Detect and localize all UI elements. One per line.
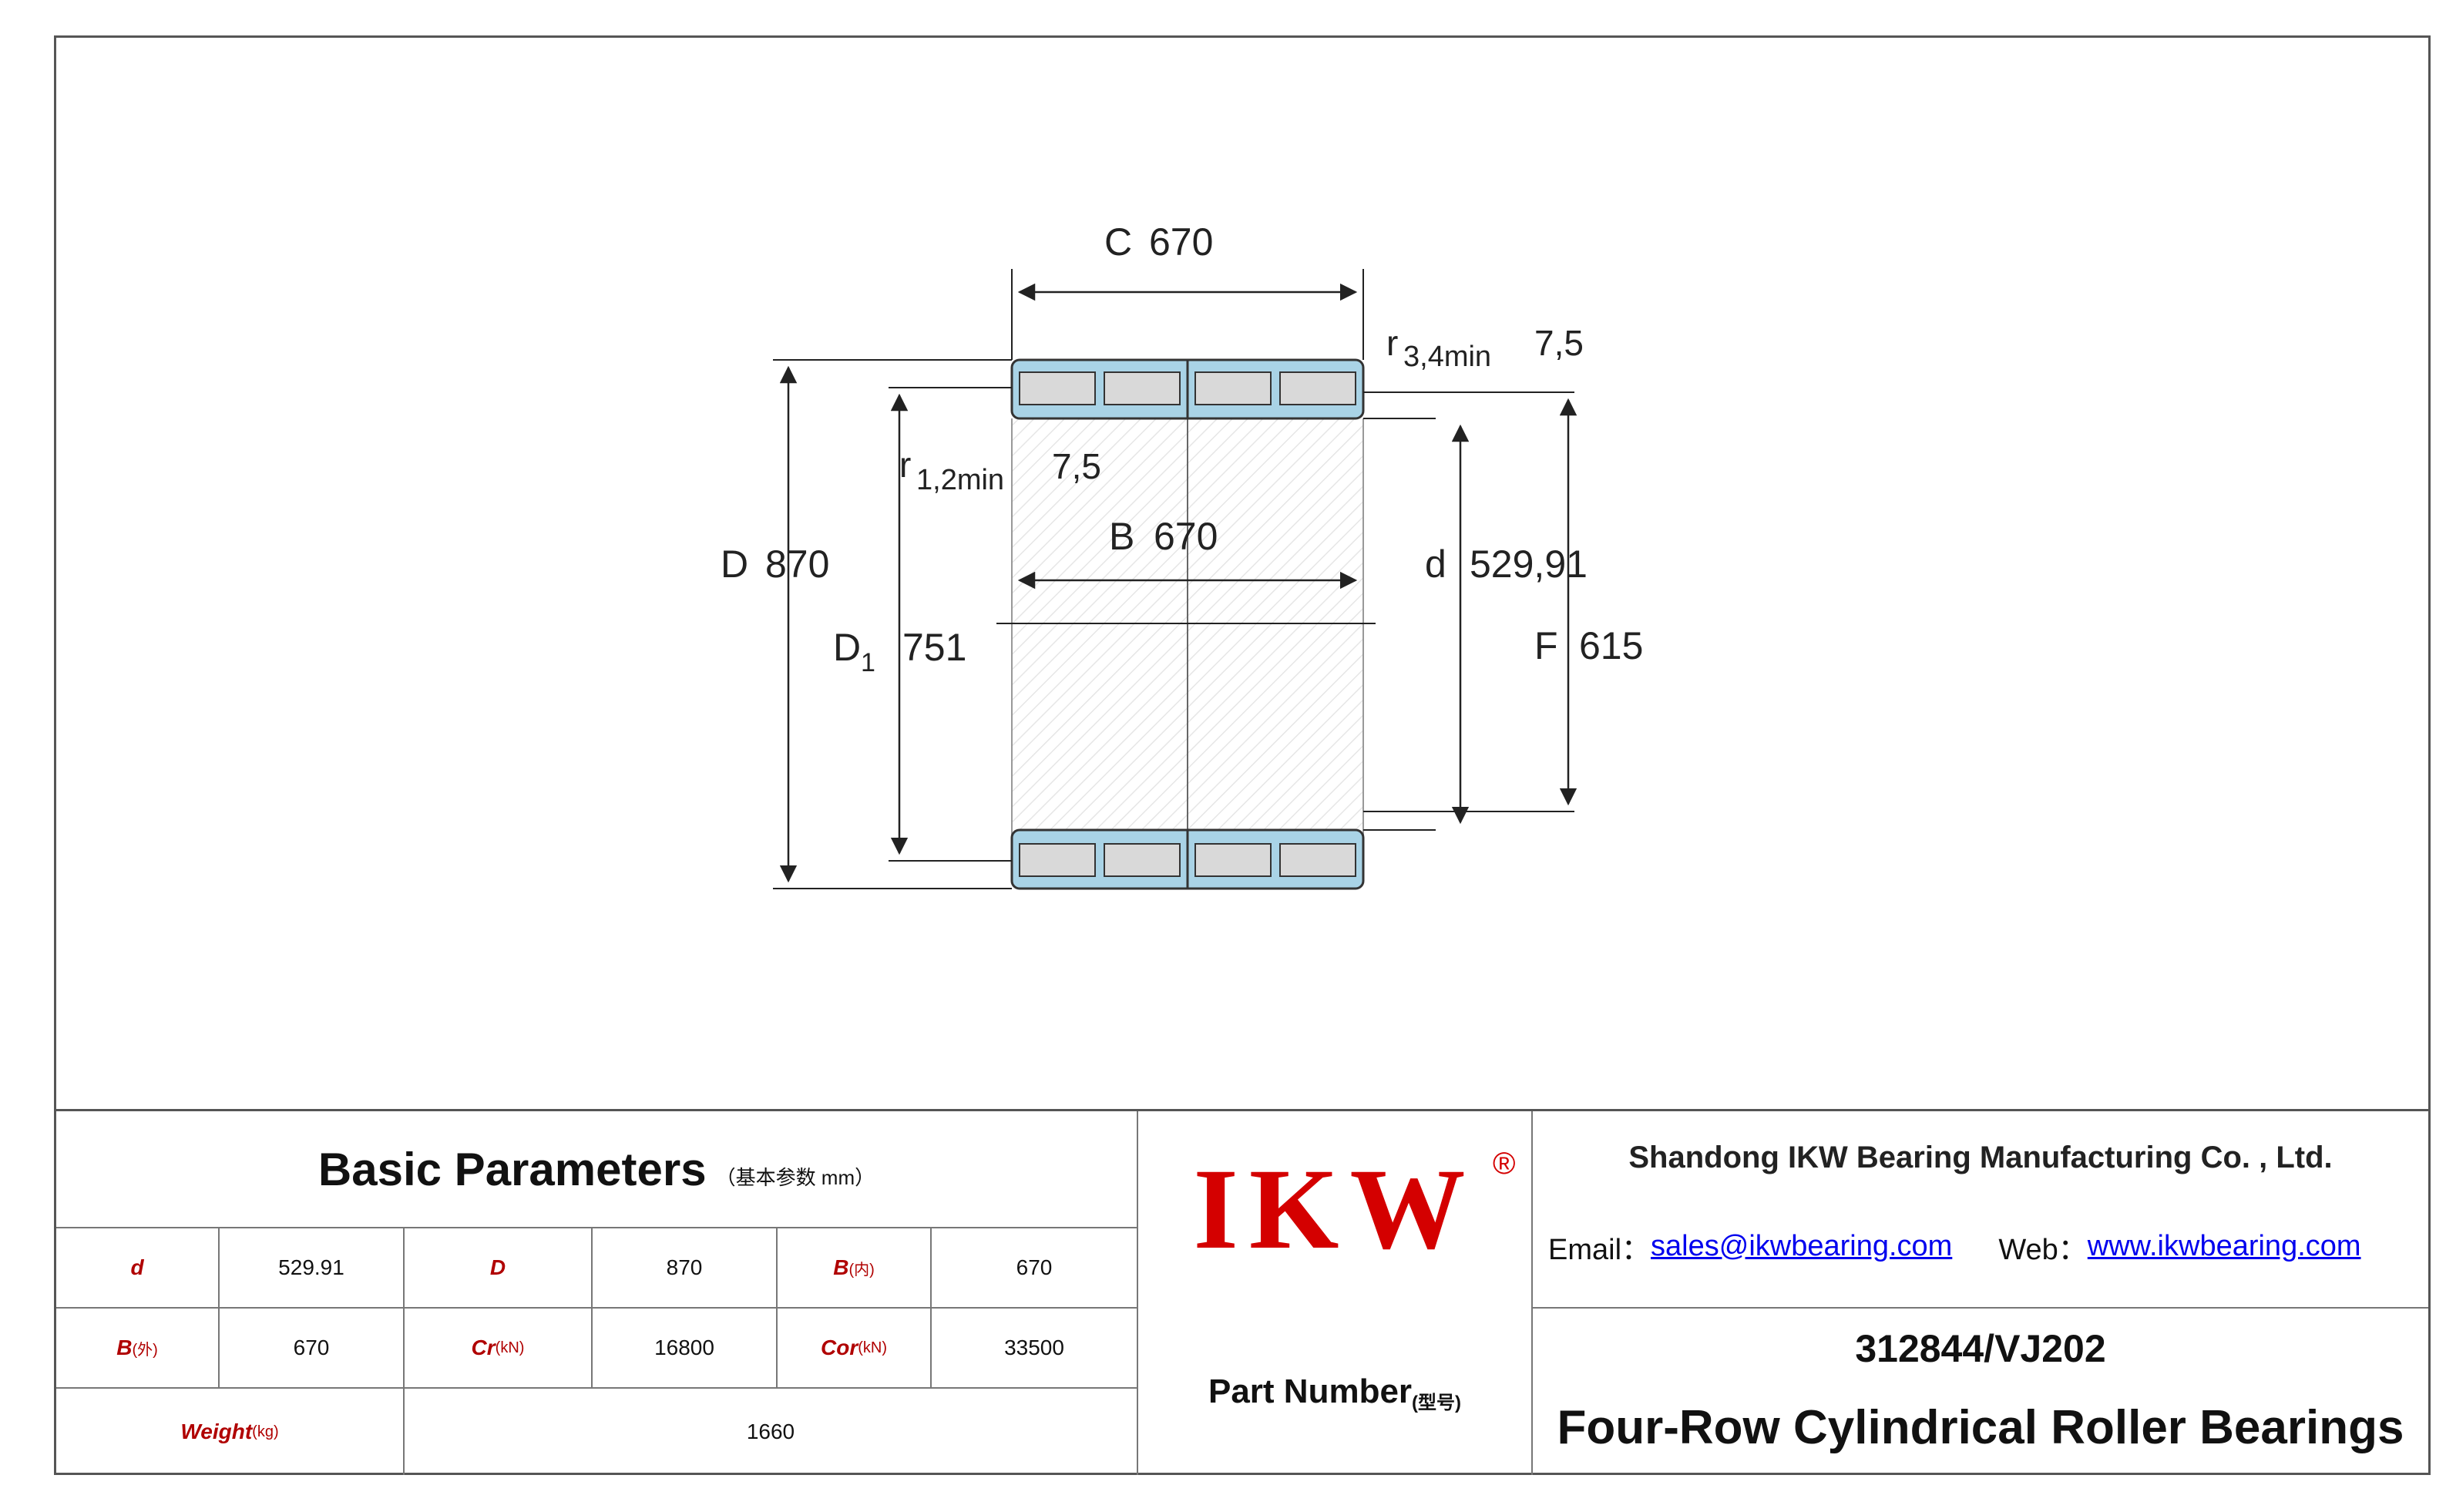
- param-D-value: 870: [666, 1255, 703, 1279]
- r12-symbol: r: [899, 445, 911, 485]
- param-B-inner-value: 670: [1016, 1255, 1053, 1279]
- web-link[interactable]: www.ikwbearing.com: [2087, 1229, 2361, 1262]
- email-label: Email：: [1548, 1233, 1651, 1266]
- web-label: Web：: [1998, 1233, 2088, 1266]
- d-inner-symbol: d: [1425, 543, 1446, 586]
- f-dim-symbol: F: [1534, 624, 1558, 667]
- company-name: Shandong IKW Bearing Manufacturing Co. ,…: [1628, 1140, 2333, 1174]
- param-weight-label: Weight(kg): [180, 1420, 279, 1443]
- part-number-label-cell: Part Number (型号): [1138, 1309, 1531, 1475]
- logo-text: IKW: [1193, 1145, 1477, 1273]
- company-name-cell: Shandong IKW Bearing Manufacturing Co. ,…: [1533, 1134, 2428, 1181]
- b-dim-symbol: B: [1109, 515, 1134, 558]
- d1-value: 751: [902, 626, 966, 669]
- r12-sub: 1,2min: [916, 464, 1004, 496]
- r34-symbol: r: [1386, 323, 1398, 363]
- d1-sub: 1: [861, 648, 875, 677]
- company-logo: IKW ®: [1138, 1111, 1531, 1307]
- email-link[interactable]: sales@ikwbearing.com: [1651, 1229, 1953, 1262]
- part-number-label: Part Number: [1208, 1373, 1413, 1410]
- contact-row: Email： sales@ikwbearing.com Web： www.ikw…: [1548, 1219, 2427, 1273]
- param-d-value: 529.91: [278, 1255, 344, 1279]
- outer-ring-top: [1010, 358, 1365, 420]
- param-B-outer-value: 670: [293, 1336, 330, 1359]
- basic-parameters-subtitle: （基本参数 mm）: [715, 1165, 875, 1189]
- d1-symbol: D: [833, 626, 861, 669]
- param-weight-value: 1660: [746, 1420, 795, 1443]
- d-outer-value: 870: [765, 543, 829, 586]
- outer-ring-bottom: [1010, 828, 1365, 890]
- d-inner-value: 529,91: [1470, 543, 1588, 586]
- basic-parameters-header: Basic Parameters （基本参数 mm）: [56, 1111, 1137, 1227]
- part-number-label-sub: (型号): [1412, 1392, 1462, 1413]
- param-Cr-value: 16800: [654, 1336, 714, 1359]
- param-D-label: D: [489, 1255, 506, 1279]
- bearing-type-cell: Four-Row Cylindrical Roller Bearings: [1533, 1389, 2428, 1466]
- parameter-table: Basic Parameters （基本参数 mm） d 529.91 D 87…: [56, 1109, 2428, 1475]
- b-dim-value: 670: [1154, 515, 1218, 558]
- param-B-outer-label: B(外): [116, 1336, 158, 1359]
- c-dim-value: 670: [1149, 220, 1213, 264]
- registered-mark: ®: [1493, 1147, 1516, 1181]
- param-Cor-value: 33500: [1004, 1336, 1064, 1359]
- param-Cor-label: Cor(kN): [821, 1336, 887, 1359]
- basic-parameters-title: Basic Parameters: [318, 1143, 707, 1195]
- drawing-sheet: C 670 r 3,4min 7,5 r 1,2min 7,5 B 670 D …: [54, 35, 2431, 1475]
- part-number: 312844/VJ202: [1855, 1327, 2106, 1370]
- bearing-type: Four-Row Cylindrical Roller Bearings: [1557, 1400, 2404, 1454]
- param-B-inner-label: B(内): [833, 1255, 875, 1279]
- d-outer-symbol: D: [721, 543, 748, 586]
- param-d-label: d: [130, 1255, 144, 1279]
- part-number-cell: 312844/VJ202: [1533, 1318, 2428, 1379]
- r34-sub: 3,4min: [1403, 341, 1491, 373]
- r12-value: 7,5: [1052, 446, 1101, 486]
- param-Cr-label: Cr(kN): [471, 1336, 525, 1359]
- r34-value: 7,5: [1534, 323, 1584, 363]
- c-dim-symbol: C: [1104, 220, 1132, 264]
- f-dim-value: 615: [1579, 624, 1643, 667]
- bearing-drawing: C 670 r 3,4min 7,5 r 1,2min 7,5 B 670 D …: [721, 220, 1643, 890]
